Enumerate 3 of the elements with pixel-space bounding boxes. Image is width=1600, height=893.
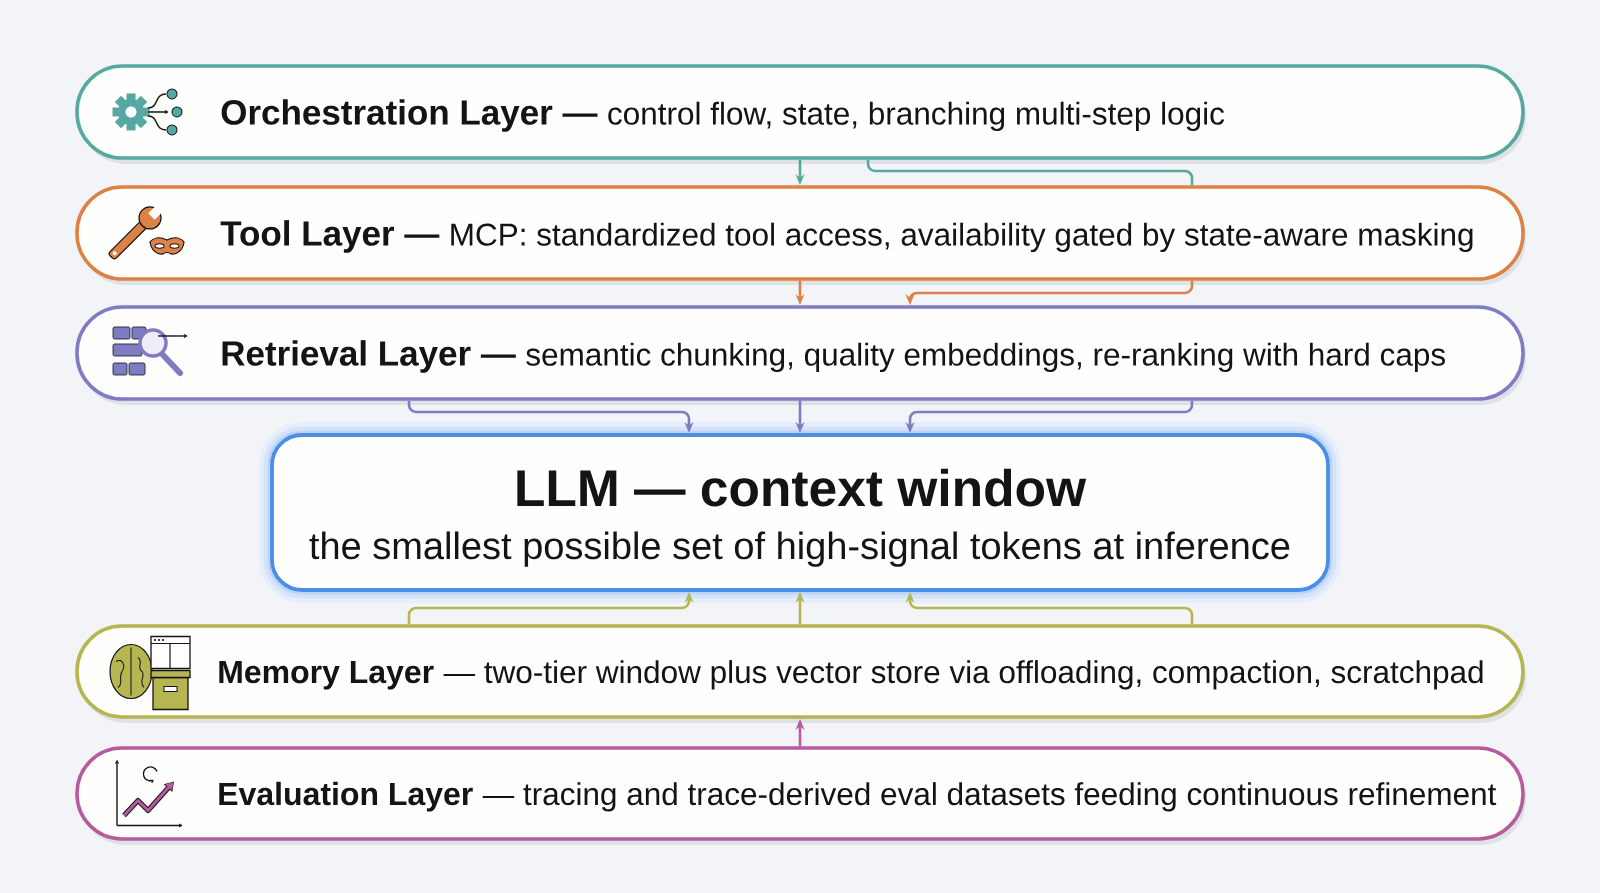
connector-line (866, 159, 1194, 186)
context-window-title: LLM — context window (517, 468, 1087, 507)
context-window-description: the smallest possible set of high-signal tokens at inference (309, 531, 1290, 567)
